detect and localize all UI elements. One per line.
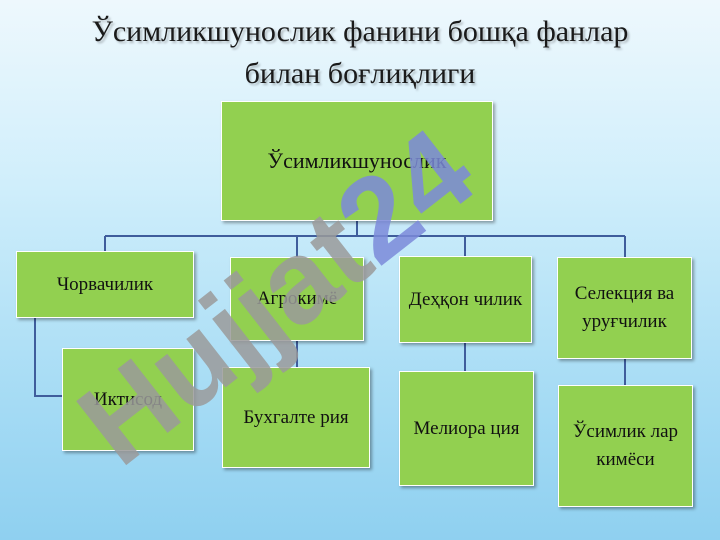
branch-node-4: Селекция ва уруғчилик xyxy=(557,257,692,359)
child-node-4: Ўсимлик лар кимёси xyxy=(558,385,693,507)
child-node-3: Мелиора ция xyxy=(399,371,534,486)
branch-node-1: Чорвачилик xyxy=(16,251,194,318)
root-node: Ўсимликшунослик xyxy=(221,101,493,221)
child-node-2: Бухгалте рия xyxy=(222,367,370,468)
child-node-1: Иктисод xyxy=(62,348,194,451)
title-line-2: билан боғлиқлиги xyxy=(244,57,476,90)
branch-node-2: Агрокимё xyxy=(230,257,364,341)
branch-node-3: Деҳқон чилик xyxy=(399,256,532,343)
title-line-1: Ўсимликшунослик фанини бошқа фанлар xyxy=(91,15,629,48)
